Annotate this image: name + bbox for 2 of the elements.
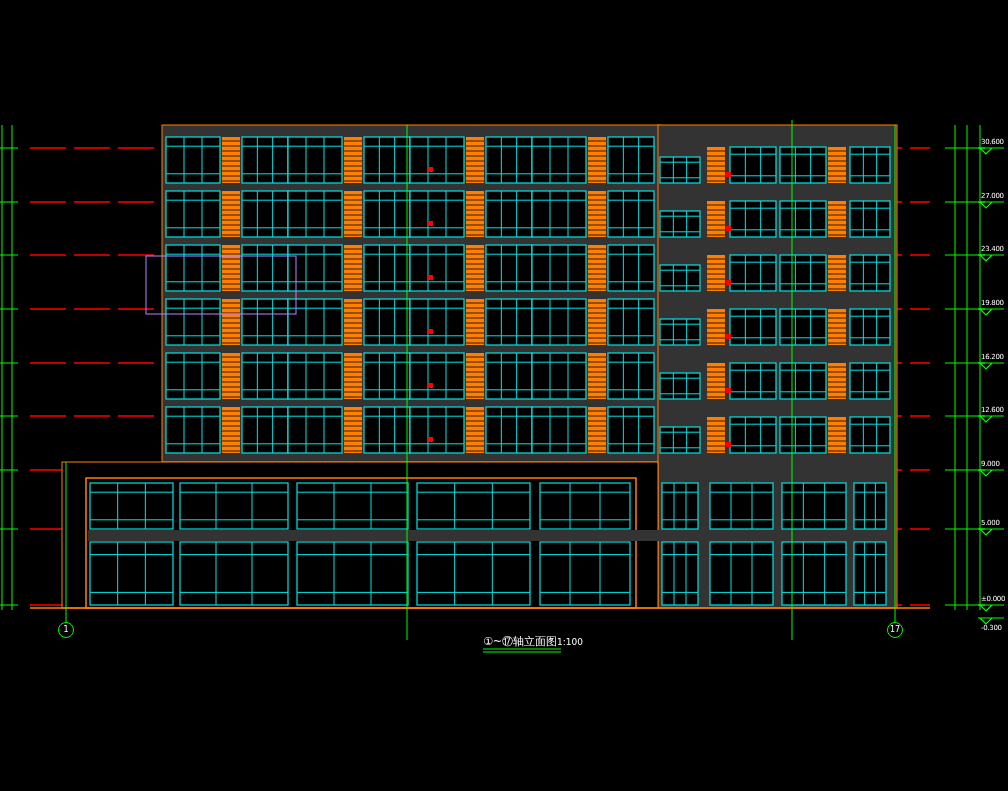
scale-label: 1:100 bbox=[557, 638, 583, 647]
drawing-title: ①~⑰轴立面图 bbox=[483, 636, 558, 647]
